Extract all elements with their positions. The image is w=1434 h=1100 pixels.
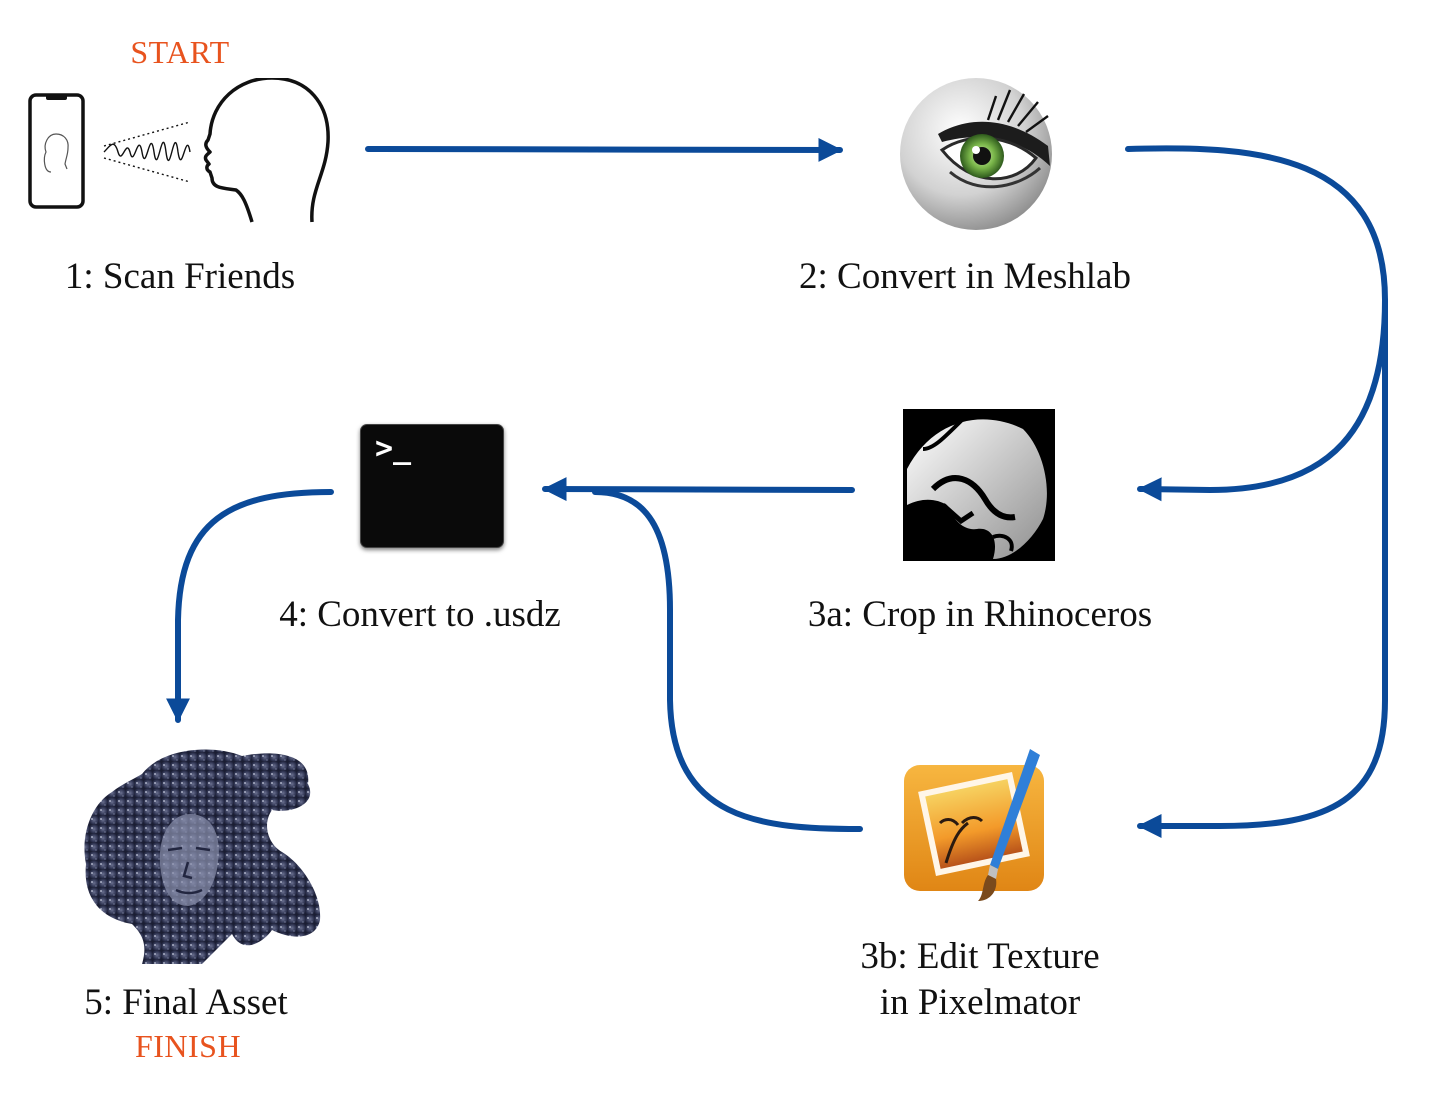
arrow-meshlab-to-rhino	[1125, 145, 1389, 502]
step-meshlab-label: 2: Convert in Meshlab	[799, 256, 1131, 297]
step-rhino-label: 3a: Crop in Rhinoceros	[807, 594, 1153, 635]
terminal-prompt: >_	[375, 431, 412, 466]
pixelmator-icon	[904, 749, 1044, 901]
step-final-label: 5: Final Asset	[84, 982, 288, 1023]
arrow-rhino-to-terminal	[542, 477, 855, 502]
final-head-asset-icon	[84, 749, 321, 964]
step-pixelmator-label-line1: 3b: Edit Texture	[860, 936, 1100, 977]
arrow-terminal-to-final	[166, 489, 334, 723]
rhinoceros-icon	[903, 409, 1055, 561]
arrow-pixelmator-to-terminal	[592, 489, 863, 832]
arrow-scan-to-meshlab	[365, 137, 843, 162]
step-pixelmator-label-line2: in Pixelmator	[879, 982, 1081, 1023]
terminal-icon: >_	[360, 424, 504, 548]
step-scan-label: 1: Scan Friends	[64, 256, 296, 297]
phone-face-scan-icon	[28, 78, 330, 223]
step-terminal-label: 4: Convert to .usdz	[279, 594, 561, 635]
start-tag: START	[130, 34, 230, 70]
arrow-meshlab-to-pixelmator	[1137, 297, 1388, 838]
meshlab-eye-icon	[900, 78, 1052, 230]
finish-tag: FINISH	[134, 1028, 242, 1064]
